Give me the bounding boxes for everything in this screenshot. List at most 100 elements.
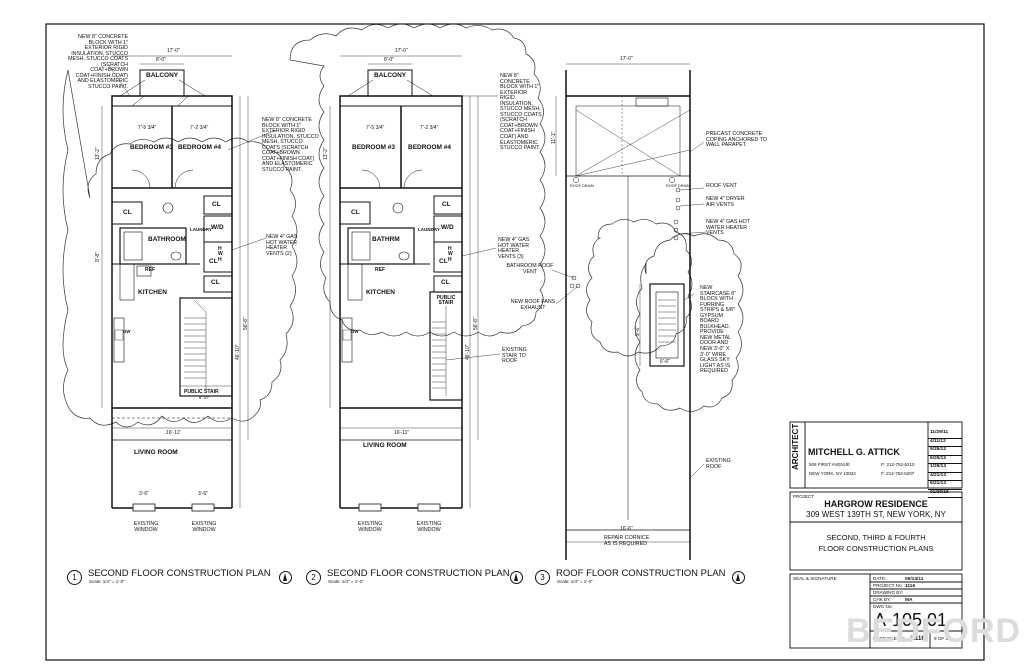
plan1-bedroom-4: BEDROOM #4	[178, 144, 221, 151]
plan3-note-existing-roof: EXISTING ROOF	[706, 458, 731, 470]
project-no-value: 1116	[905, 584, 916, 589]
plan2-hot-water-heater: H W H	[448, 246, 453, 263]
plan3-note-staircase: NEW STAIRCASE 8" BLOCK WITH FURRING STRI…	[700, 285, 736, 375]
plan2-note-existing-stair: EXISTING STAIR TO ROOF	[502, 347, 527, 365]
drawing-by-label: DRAWING BY:	[873, 590, 904, 595]
plan1-existing-window-1: EXISTING WINDOW	[133, 521, 159, 533]
plan2-closet-b: CL	[442, 201, 451, 208]
plan2-bathroom: BATHRM	[372, 236, 400, 243]
plan2-dim-depth-total: 56'-8"	[473, 317, 479, 330]
sheet-of: 9 OF 15	[934, 636, 951, 641]
plan1-dishwasher: DW	[123, 329, 131, 334]
plan3-note-roof-vent: ROOF VENT	[706, 183, 737, 189]
plan1-closet-c: CL	[209, 258, 218, 265]
plan1-living-room: LIVING ROOM	[134, 449, 178, 456]
plan1-ref: REF	[145, 267, 155, 273]
plan3-dim-stair-width: 6'-6"	[660, 359, 670, 365]
plan2-ref: REF	[375, 267, 385, 273]
plan2-closet-a: CL	[351, 209, 360, 216]
plan3-title: ROOF FLOOR CONSTRUCTION PLAN	[556, 568, 726, 579]
plan1-bathroom: BATHROOM	[148, 236, 186, 243]
plan3-number-circle: 3	[535, 570, 550, 585]
plan2-living-room: LIVING ROOM	[363, 442, 407, 449]
architect-address-2: NEW YORK, NY 10022	[809, 471, 856, 476]
plan2-laundry: LAUNDRY	[418, 227, 440, 232]
revision-date: 4/11/12	[928, 439, 962, 447]
plan2-closet-d: CL	[441, 279, 450, 286]
plan2-bedroom-4: BEDROOM #4	[408, 144, 451, 151]
plan2-scale: Scale: 1/4" = 1'-0"	[328, 579, 364, 584]
plan3-note-hw-vents: NEW 4" GAS HOT WATER HEATER VENTS	[706, 219, 750, 237]
plan2-dim-bed-width-1: 7'-5 3/4"	[366, 125, 385, 131]
plan1-closet-a: CL	[123, 209, 132, 216]
plan1-dim-balcony-width: 8'-0"	[156, 57, 166, 63]
dwg-no-label: DWG No:	[873, 604, 893, 609]
plan2-wd: W/D	[441, 224, 454, 231]
plan3-dim-overall-width: 17'-0"	[620, 56, 633, 62]
revision-date: 6/21/13	[928, 481, 962, 490]
plan2-existing-window-2: EXISTING WINDOW	[416, 521, 442, 533]
plan3-roof-drain-2: ROOF DRAIN	[666, 184, 690, 188]
plan1-dim-stair-width: 6'-10"	[199, 395, 210, 400]
plan2-kitchen: KITCHEN	[366, 289, 395, 296]
plan-3-roof	[551, 63, 707, 560]
plan1-title: SECOND FLOOR CONSTRUCTION PLAN	[88, 568, 271, 579]
plan2-existing-window-1: EXISTING WINDOW	[357, 521, 383, 533]
plan3-note-bathroom-vent: BATHROOM ROOF VENT	[506, 263, 554, 275]
plan1-note-block-left: NEW 8" CONCRETE BLOCK WITH 1" EXTERIOR R…	[68, 34, 128, 90]
dwg-no-value: A-105.01	[874, 610, 948, 630]
plan2-closet-c: CL	[439, 258, 448, 265]
plan1-dim-bed-width-2: 7'-2 3/4"	[190, 125, 209, 131]
plan2-dim-bed-depth: 13'-2"	[323, 147, 329, 160]
plan2-bedroom-3: BEDROOM #3	[352, 144, 395, 151]
plan3-note-repair-cornice: REPAIR CORNICE AS IS REQUIRED	[604, 535, 650, 547]
plan1-north-arrow-icon	[279, 571, 292, 584]
plan3-note-coping: PRECAST CONCRETE COPING ANCHORED TO WALL…	[706, 131, 768, 149]
plan1-existing-window-2: EXISTING WINDOW	[191, 521, 217, 533]
plan1-number-circle: 1	[67, 570, 82, 585]
plan2-dim-living-width: 16'-11"	[394, 430, 410, 436]
plan3-note-dryer-vents: NEW 4" DRYER AIR VENTS	[706, 196, 745, 208]
plan-1-second-floor	[101, 55, 277, 512]
plan1-dim-kitchen-depth: 9'-8"	[95, 252, 101, 262]
plan2-balcony-label: BALCONY	[374, 72, 407, 79]
revision-date: 5/25/12	[928, 447, 962, 456]
revision-date: 6/25/12	[928, 456, 962, 464]
chk-by-label: CHK BY:	[873, 597, 892, 602]
plan1-dim-window-1: 3'-6"	[139, 491, 149, 497]
drawing-title-line-1: SECOND, THIRD & FOURTH	[826, 533, 926, 542]
seal-label: SEAL & SIGNATURE	[793, 576, 837, 581]
plan1-dim-window-2: 3'-6"	[198, 491, 208, 497]
plan2-dim-bed-width-2: 7'-2 3/4"	[420, 125, 439, 131]
plan1-closet-b: CL	[212, 201, 221, 208]
architect-name: MITCHELL G. ATTICK	[808, 447, 900, 457]
plan1-public-stair: PUBLIC STAIR	[184, 389, 219, 395]
plan3-north-arrow-icon	[732, 571, 745, 584]
plan1-dim-living-width: 16'-11"	[166, 430, 182, 436]
revision-date: 01/20/16	[928, 490, 962, 498]
project-no-label: PROJECT No:	[873, 583, 903, 588]
plan1-bedroom-3: BEDROOM #3	[130, 144, 173, 151]
drawing-title-line-2: FLOOR CONSTRUCTION PLANS	[818, 544, 934, 553]
plan1-dim-depth-2: 46'-10"	[235, 344, 241, 360]
watermark-text: BEDFORD	[846, 612, 1022, 650]
plan1-balcony-label: BALCONY	[146, 72, 179, 79]
plan1-scale: Scale: 1/4" = 1'-0"	[89, 579, 125, 584]
plan1-dim-bed-width-1: 7'-5 3/4"	[138, 125, 157, 131]
plan1-wd: W/D	[211, 224, 224, 231]
architect-fax: F: 212-752-6207	[881, 471, 915, 476]
plan2-note-block-right: NEW 8" CONCRETE BLOCK WITH 1" EXTERIOR R…	[500, 73, 542, 152]
plan1-hot-water-heater: H W H	[218, 246, 223, 263]
revision-cloud-plan-1	[62, 23, 744, 428]
date-label: DATE:	[873, 576, 887, 581]
plan1-kitchen: KITCHEN	[138, 289, 167, 296]
plan2-dim-depth-2: 46'-10"	[465, 344, 471, 360]
plan3-dim-bottom-width: 16'-6"	[620, 526, 633, 532]
project-label: PROJECT	[793, 494, 815, 499]
plan1-laundry: LAUNDRY	[190, 227, 212, 232]
plan2-dishwasher: DW	[351, 329, 359, 334]
plan3-dim-depth-1: 11'-1"	[551, 131, 557, 144]
chk-by-value: MA	[905, 598, 913, 603]
plan3-note-roof-fans: NEW ROOF FANS EXHAUST	[510, 299, 556, 311]
plan3-dim-depth-2: 9'-6"	[635, 326, 641, 336]
